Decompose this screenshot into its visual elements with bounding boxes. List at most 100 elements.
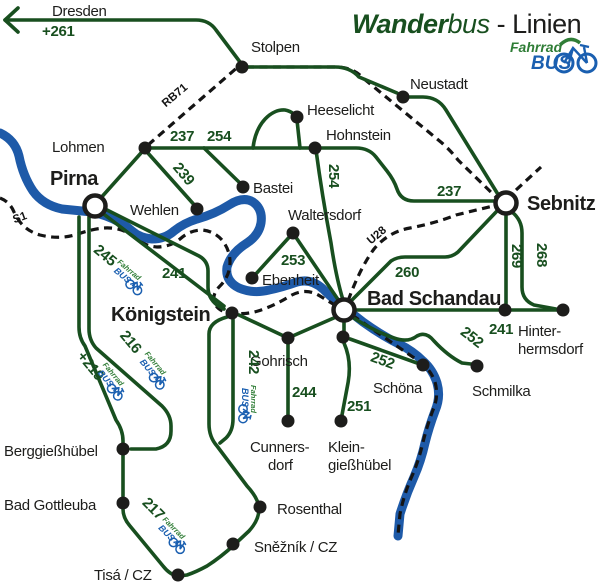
station-node-ebenheit [245,271,259,285]
route-sebnitz-hinterhermsdorf-268 [510,210,558,311]
station-node-wehlen [190,202,204,216]
hub-node-badschandau [331,297,357,323]
route-268-label: 268 [533,243,550,267]
bicycle-icon [553,37,598,74]
station-node-gohrisch [281,331,295,345]
route-245-label: 245 [90,241,119,270]
station-node-badgottleuba [116,496,130,510]
fahrrad-bus-logo-large: Fahrrad BUS [510,37,598,74]
route-pirna-koenigstein-241 [103,207,226,311]
koenigstein-label: Königstein [111,304,210,326]
hub-node-sebnitz [493,190,519,216]
route-237-sebnitz-label: 237 [437,183,461,200]
heeselicht-label: Heeselicht [307,102,375,119]
station-node-cunnersdorf [281,414,295,428]
route-239-label: 239 [169,159,198,188]
berggiesshuebel-label: Berggießhübel [4,443,98,460]
route-junction-schoena-252 [348,337,419,365]
railway-stub-northeast [514,165,543,192]
route-koenigstein-242 [218,317,235,445]
route-junction-kleingiesshuebel-251 [340,341,352,417]
rail-u28-label: U28 [365,224,389,247]
route-badschandau-schmilka-252 [350,315,473,366]
map-title-wander: Wander [352,9,450,39]
stolpen-label: Stolpen [251,39,300,56]
sebnitz-label: Sebnitz [527,193,596,215]
schmilka-label: Schmilka [472,383,531,400]
route-neustadt-sebnitz [401,95,501,198]
rail-rb71-label: RB71 [160,81,191,109]
fahrrad-bus-logo-fahrrad-text: Fahrrad [510,39,563,55]
hinterhermsdorf-label-line1: Hinter- [518,323,561,340]
station-node-rosenthal [253,500,267,514]
station-node-kleingiesshuebel [334,414,348,428]
schoena-label: Schöna [373,380,423,397]
route-251-label: 251 [347,398,371,415]
cunnersdorf-label-line2: dorf [268,457,294,474]
route-260-label: 260 [395,264,419,281]
station-node-junction-south [336,330,350,344]
neustadt-label: Neustadt [410,76,469,93]
station-node-waltersdorf [286,226,300,240]
railway-u28 [346,204,494,302]
station-node-berggiesshuebel [116,442,130,456]
rosenthal-label: Rosenthal [277,501,342,518]
elbe-river [0,128,444,541]
route-261-label: +261 [42,23,75,40]
station-node-tisa [171,568,185,582]
bicycle-mini-icon [148,372,167,390]
route-dresden-stolpen [3,18,242,64]
hub-node-pirna [82,193,108,219]
route-252-schmilka-label: 252 [457,323,486,351]
tisa-label: Tisá / CZ [94,567,152,584]
route-242-label: 242 [245,350,262,374]
wehlen-label: Wehlen [130,202,179,219]
fahrrad-bus-logo-mini-242: Fahrrad BUS [238,385,258,424]
route-hohnstein-badschandau [314,148,345,302]
route-254-west-label: 254 [207,128,232,145]
route-241-hinterhermsdorf-label: 241 [489,321,513,338]
route-252-schoena-label: 252 [368,349,396,373]
kleingiesshuebel-label-line1: Klein- [328,439,365,456]
dresden-label: Dresden [52,3,107,20]
route-254-hohnstein-label: 254 [325,164,342,189]
route-269-label: 269 [508,244,525,268]
station-node-schoena [416,358,430,372]
bicycle-mini-icon [125,279,144,296]
route-237-west-label: 237 [170,128,194,145]
bus-mini-text: BUS [240,388,250,407]
route-pirna-lohmen [97,151,143,202]
station-node-east-badschandau [498,303,512,317]
lohmen-label: Lohmen [52,139,104,156]
route-badschandau-sebnitz-260 [348,209,499,304]
station-node-bastei [236,180,250,194]
route-244-label: 244 [292,384,317,401]
fahrrad-bus-logo-bus-text: BUS [531,53,571,74]
bicycle-mini-icon [168,537,187,555]
map-title-suffix: - Linien [497,9,582,39]
route-pirna-koenigstein-245 [99,210,226,308]
route-pirna-badgottleuba-219 [77,215,125,498]
station-node-hohnstein [308,141,322,155]
pirna-label: Pirna [50,168,99,190]
station-node-stolpen [235,60,249,74]
hohnstein-label: Hohnstein [326,127,391,144]
fahrrad-bus-logo-mini-216: Fahrrad BUS [138,350,168,390]
bicycle-mini-icon [238,404,252,424]
fahrrad-bus-logo-mini-245: Fahrrad BUS [112,257,144,296]
route-253-label: 253 [281,252,305,269]
route-pirna-berggiesshuebel-216 [87,215,173,451]
bad-gottleuba-label: Bad Gottleuba [4,497,97,514]
station-node-heeselicht [290,110,304,124]
route-241-pirna-label: 241 [162,265,186,282]
route-bastei-branch [202,146,245,188]
station-layer [82,60,570,582]
station-node-sneznik [226,537,240,551]
ebenheit-label: Ebenheit [262,272,320,289]
sneznik-label: Sněžník / CZ [254,539,337,556]
hinterhermsdorf-label-line2: hermsdorf [518,341,584,358]
waltersdorf-label: Waltersdorf [288,207,362,224]
station-node-schmilka [470,359,484,373]
railway-s1 [0,196,439,536]
